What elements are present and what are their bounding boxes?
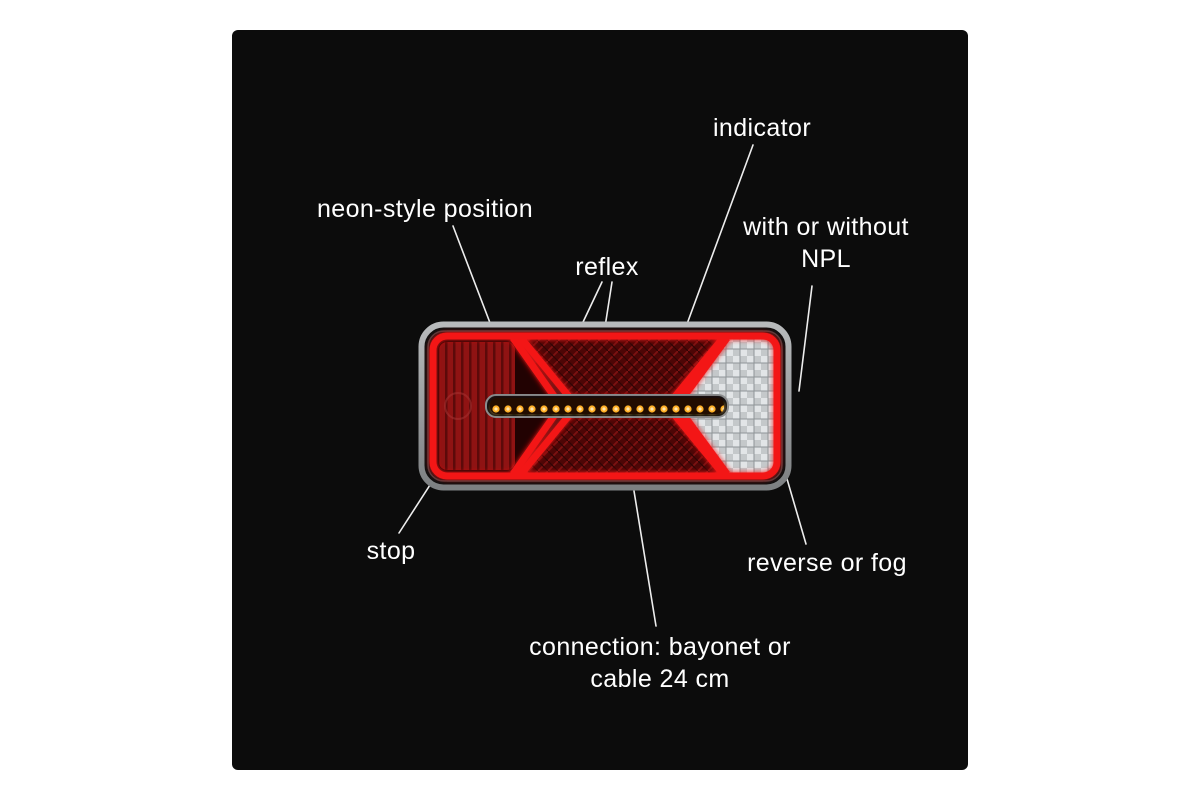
label-npl-line1: with or without	[743, 213, 909, 241]
label-neon-style-position: neon-style position	[317, 193, 533, 225]
label-connection-line2: cable 24 cm	[590, 665, 730, 693]
label-reflex: reflex	[575, 251, 639, 283]
leader-line-npl	[798, 285, 813, 392]
stop-lens	[439, 342, 515, 470]
leader-line-connection	[633, 490, 657, 627]
neon-outer-loop	[429, 332, 781, 480]
label-reverse-or-fog-text: reverse or fog	[747, 549, 907, 577]
lamp-frame-inner-edge	[427, 330, 783, 482]
stop-lens-emblem	[444, 392, 472, 420]
label-stop-text: stop	[366, 537, 416, 565]
label-indicator: indicator	[713, 112, 811, 144]
reflex-top	[521, 338, 723, 399]
label-with-or-without-npl: with or without NPL	[743, 211, 909, 275]
label-reflex-text: reflex	[575, 253, 639, 281]
reflex-bottom	[521, 413, 723, 474]
indicator-led-strip	[490, 398, 724, 414]
label-connection: connection: bayonet or cable 24 cm	[529, 631, 791, 695]
diagram-panel: indicator neon-style position reflex wit…	[232, 30, 968, 770]
lamp-frame	[418, 321, 792, 491]
label-stop: stop	[367, 535, 416, 567]
label-connection-line1: connection: bayonet or	[529, 633, 791, 661]
label-reverse-or-fog: reverse or fog	[747, 547, 907, 579]
label-npl-line2: NPL	[801, 245, 851, 273]
label-neon-style-position-text: neon-style position	[316, 195, 534, 223]
label-indicator-text: indicator	[712, 114, 812, 142]
tail-lamp-graphic	[418, 321, 792, 491]
